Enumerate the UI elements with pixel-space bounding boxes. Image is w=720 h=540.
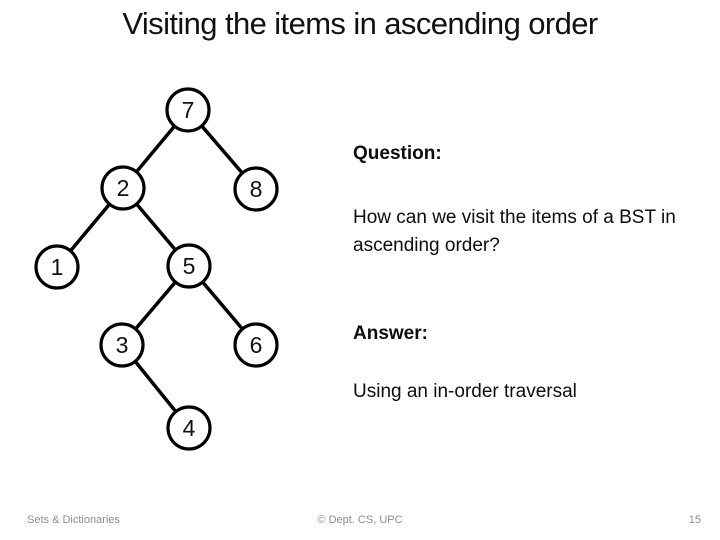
tree-node-label-1: 1 [51, 254, 64, 280]
tree-node-label-4: 4 [183, 415, 196, 441]
tree-node-3: 3 [99, 322, 145, 368]
tree-node-label-5: 5 [183, 253, 196, 279]
tree-node-circle-4 [166, 405, 212, 451]
footer-course-name: Sets & Dictionaries [27, 514, 120, 526]
footer-copyright: © Dept. CS, UPC [317, 514, 403, 526]
tree-node-7: 7 [165, 87, 211, 133]
tree-node-8: 8 [233, 166, 279, 212]
tree-node-2: 2 [100, 165, 146, 211]
tree-node-label-6: 6 [250, 332, 263, 358]
answer-label: Answer: [353, 323, 428, 344]
tree-node-circle-3 [99, 322, 145, 368]
tree-node-label-2: 2 [117, 175, 130, 201]
tree-node-label-8: 8 [250, 176, 263, 202]
tree-node-5: 5 [166, 243, 212, 289]
question-text: How can we visit the items of a BST in a… [353, 207, 676, 256]
tree-node-6: 6 [233, 322, 279, 368]
tree-node-circle-8 [233, 166, 279, 212]
bst-diagram: 7 2 8 1 5 3 6 4 [34, 87, 279, 451]
slide-title: Visiting the items in ascending order [122, 6, 598, 41]
tree-node-circle-2 [100, 165, 146, 211]
tree-node-label-7: 7 [182, 97, 195, 123]
tree-node-4: 4 [166, 405, 212, 451]
answer-text: Using an in-order traversal [353, 381, 577, 402]
qa-panel: Question: How can we visit the items of … [353, 142, 693, 406]
tree-node-label-3: 3 [116, 332, 129, 358]
question-label: Question: [353, 143, 442, 164]
tree-node-circle-6 [233, 322, 279, 368]
tree-node-1: 1 [34, 244, 80, 290]
tree-node-circle-1 [34, 244, 80, 290]
footer-page-number: 15 [688, 514, 701, 526]
slide-footer: Sets & Dictionaries © Dept. CS, UPC 15 [0, 512, 720, 532]
tree-node-circle-7 [165, 87, 211, 133]
tree-node-circle-5 [166, 243, 212, 289]
